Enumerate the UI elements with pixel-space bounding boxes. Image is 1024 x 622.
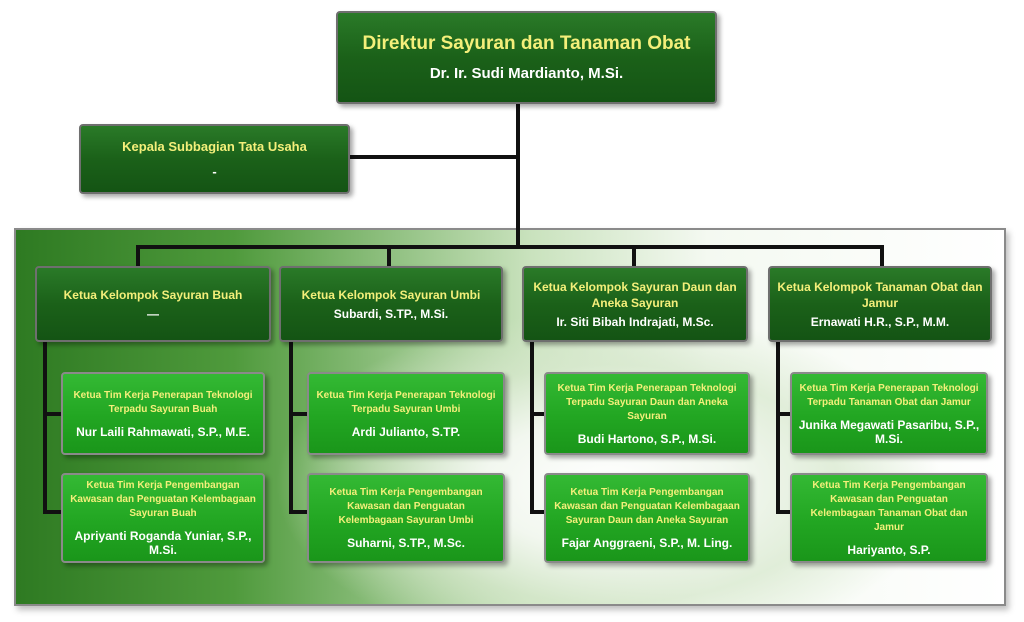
connector-team-3a [530, 412, 546, 416]
team-title: Ketua Tim Kerja Penerapan Teknologi Terp… [799, 382, 979, 408]
director-box: Direktur Sayuran dan Tanaman Obat Dr. Ir… [336, 11, 717, 104]
group-leader-name: — [147, 307, 159, 321]
team-leader-name: Hariyanto, S.P. [847, 543, 931, 557]
connector-group-4-up [880, 245, 884, 269]
group-box-tanaman-obat: Ketua Kelompok Tanaman Obat dan Jamur Er… [768, 266, 992, 342]
group-box-sayuran-buah: Ketua Kelompok Sayuran Buah — [35, 266, 271, 342]
connector-team-1a [43, 412, 63, 416]
team-title: Ketua Tim Kerja Penerapan Teknologi Terp… [73, 389, 253, 415]
team-leader-name: Suharni, S.TP., M.Sc. [347, 536, 465, 550]
connector-group-2-spine [289, 341, 293, 514]
group-box-sayuran-umbi: Ketua Kelompok Sayuran Umbi Subardi, S.T… [279, 266, 503, 342]
team-leader-name: Ardi Julianto, S.TP. [351, 424, 461, 439]
connector-group-2-up [387, 245, 391, 269]
subbagian-box: Kepala Subbagian Tata Usaha - [79, 124, 350, 194]
team-leader-name: Nur Laili Rahmawati, S.P., M.E. [76, 424, 250, 439]
team-title: Ketua Tim Kerja Pengembangan Kawasan dan… [70, 480, 256, 519]
connector-group-3-spine [530, 341, 534, 514]
team-box-penerapan-sayuran-buah: Ketua Tim Kerja Penerapan Teknologi Terp… [61, 372, 265, 455]
team-leader-name: Apriyanti Roganda Yuniar, S.P., M.Si. [74, 529, 252, 557]
connector-group-3-up [632, 245, 636, 269]
team-leader-name: Fajar Anggraeni, S.P., M. Ling. [561, 536, 733, 550]
team-box-penerapan-tanaman-obat: Ketua Tim Kerja Penerapan Teknologi Terp… [790, 372, 988, 455]
group-title: Ketua Kelompok Sayuran Buah [63, 288, 243, 302]
connector-director-down [516, 104, 520, 248]
team-box-pengembangan-sayuran-daun: Ketua Tim Kerja Pengembangan Kawasan dan… [544, 473, 750, 563]
team-box-penerapan-sayuran-umbi: Ketua Tim Kerja Penerapan Teknologi Terp… [307, 372, 505, 455]
connector-group-4-spine [776, 341, 780, 514]
group-leader-name: Ernawati H.R., S.P., M.M. [810, 315, 950, 329]
connector-team-2a [289, 412, 309, 416]
connector-team-4a [776, 412, 792, 416]
connector-team-2b [289, 510, 309, 514]
team-leader-name: Budi Hartono, S.P., M.Si. [577, 431, 717, 446]
team-leader-name: Junika Megawati Pasaribu, S.P., M.Si. [798, 417, 980, 446]
team-title: Ketua Tim Kerja Penerapan Teknologi Terp… [316, 389, 496, 415]
group-leader-name: Ir. Siti Bibah Indrajati, M.Sc. [556, 315, 714, 329]
group-title: Ketua Kelompok Tanaman Obat dan Jamur [777, 280, 983, 310]
group-title: Ketua Kelompok Sayuran Daun dan Aneka Sa… [533, 280, 737, 310]
group-title: Ketua Kelompok Sayuran Umbi [301, 288, 481, 302]
team-title: Ketua Tim Kerja Pengembangan Kawasan dan… [810, 480, 968, 533]
group-leader-name: Subardi, S.TP., M.Si. [333, 307, 449, 321]
connector-group-1-up [136, 245, 140, 269]
connector-team-3b [530, 510, 546, 514]
subbagian-name: - [212, 164, 217, 179]
team-box-pengembangan-sayuran-umbi: Ketua Tim Kerja Pengembangan Kawasan dan… [307, 473, 505, 563]
connector-subbagian [349, 155, 518, 159]
team-title: Ketua Tim Kerja Pengembangan Kawasan dan… [329, 487, 483, 526]
group-box-sayuran-daun: Ketua Kelompok Sayuran Daun dan Aneka Sa… [522, 266, 748, 342]
connector-group-1-spine [43, 341, 47, 514]
team-box-pengembangan-tanaman-obat: Ketua Tim Kerja Pengembangan Kawasan dan… [790, 473, 988, 563]
subbagian-title: Kepala Subbagian Tata Usaha [122, 139, 307, 154]
director-title: Direktur Sayuran dan Tanaman Obat [362, 33, 691, 54]
team-box-penerapan-sayuran-daun: Ketua Tim Kerja Penerapan Teknologi Terp… [544, 372, 750, 455]
connector-horizontal-bus [136, 245, 884, 249]
connector-team-1b [43, 510, 63, 514]
team-box-pengembangan-sayuran-buah: Ketua Tim Kerja Pengembangan Kawasan dan… [61, 473, 265, 563]
team-title: Ketua Tim Kerja Penerapan Teknologi Terp… [557, 382, 737, 422]
connector-team-4b [776, 510, 792, 514]
director-name: Dr. Ir. Sudi Mardianto, M.Si. [429, 65, 624, 82]
team-title: Ketua Tim Kerja Pengembangan Kawasan dan… [554, 487, 740, 526]
